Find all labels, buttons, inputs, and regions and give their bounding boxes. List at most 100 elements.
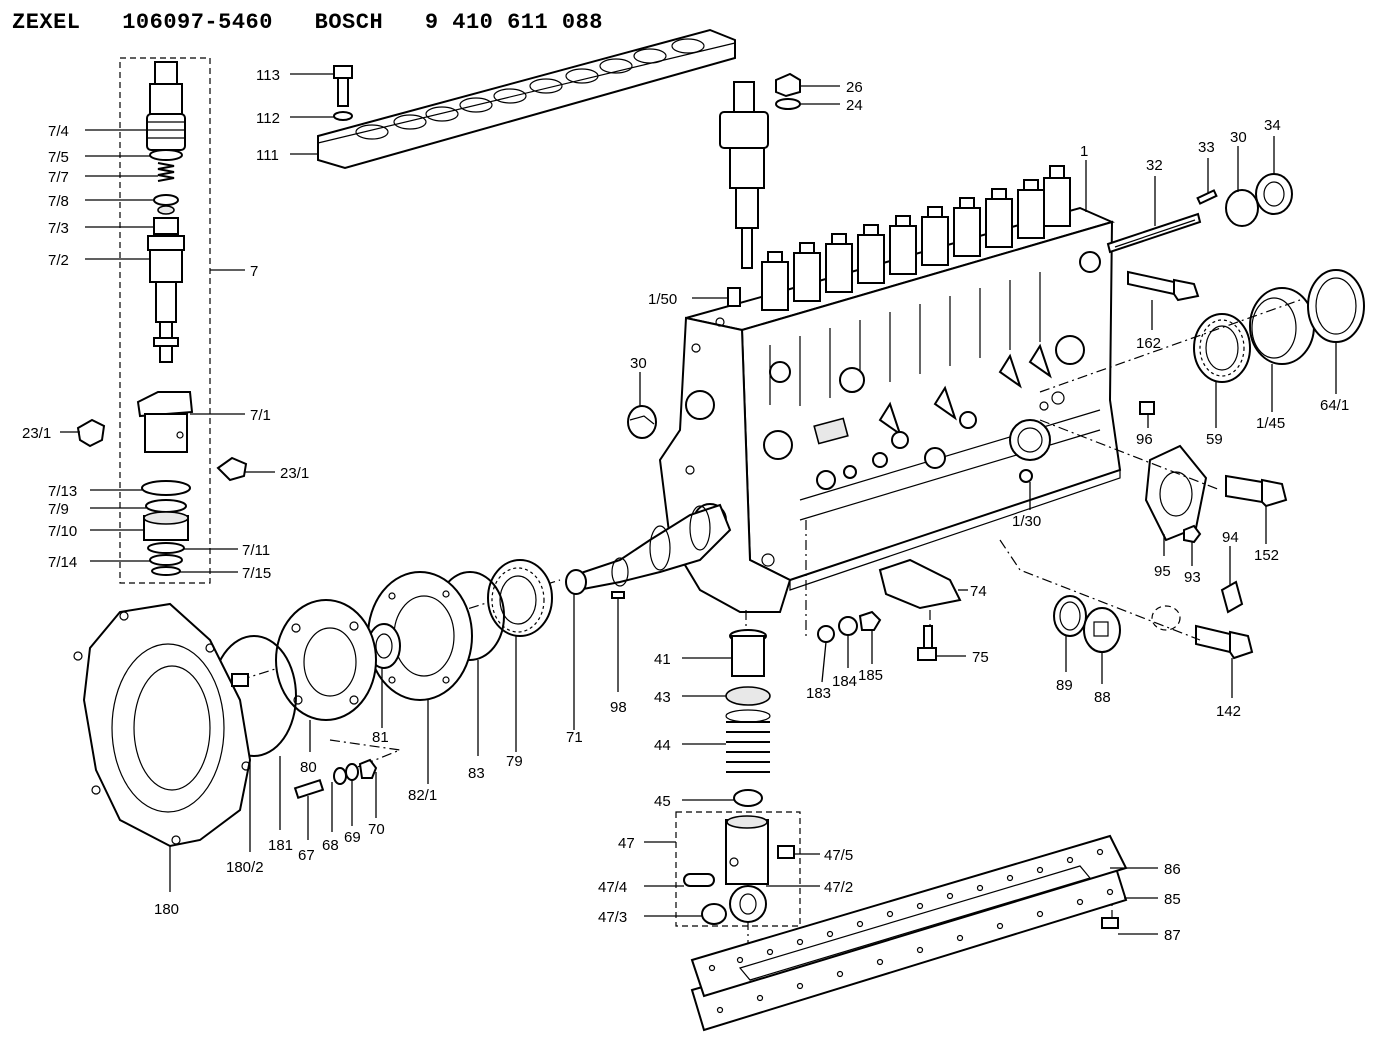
header-part-bosch: 9 410 611 088 bbox=[424, 10, 604, 35]
element-assembly-group bbox=[76, 57, 248, 584]
part-7-4-thread bbox=[146, 113, 186, 151]
part-7-8 bbox=[153, 194, 179, 206]
label-180-2: 180/2 bbox=[226, 859, 264, 876]
part-7-1-flange bbox=[136, 391, 194, 418]
label-89: 89 bbox=[1056, 677, 1073, 694]
label-47-3: 47/3 bbox=[598, 909, 627, 926]
label-69: 69 bbox=[344, 829, 361, 846]
label-74: 74 bbox=[970, 583, 987, 600]
part-74-shell bbox=[878, 558, 962, 610]
label-47-5: 47/5 bbox=[824, 847, 853, 864]
part-183-washer bbox=[817, 625, 835, 643]
part-23-1-left bbox=[76, 418, 106, 448]
label-181: 181 bbox=[268, 837, 293, 854]
right-side-parts bbox=[1053, 136, 1365, 698]
label-47: 47 bbox=[618, 835, 635, 852]
label-7-4: 7/4 bbox=[48, 123, 69, 140]
label-23-1-left: 23/1 bbox=[22, 425, 51, 442]
cover-plate-group bbox=[290, 28, 736, 170]
part-75-screw bbox=[917, 647, 937, 661]
part-34-plug bbox=[1255, 173, 1293, 215]
housing-bearing-bore bbox=[1009, 419, 1051, 461]
header-brand-bosch: BOSCH bbox=[314, 10, 384, 35]
part-95-gasket bbox=[1144, 444, 1208, 542]
part-79-bearing bbox=[487, 559, 553, 637]
label-64-1: 64/1 bbox=[1320, 397, 1349, 414]
label-88: 88 bbox=[1094, 689, 1111, 706]
part-69-washer bbox=[345, 763, 359, 781]
part-7-15-ring bbox=[151, 566, 181, 576]
label-113: 113 bbox=[256, 67, 280, 84]
part-184-washer bbox=[838, 616, 858, 636]
bearing-shell-group bbox=[878, 558, 968, 661]
washer-nut-group bbox=[817, 610, 882, 683]
part-94-clip bbox=[1220, 580, 1244, 614]
part-7-4-body bbox=[149, 83, 183, 115]
label-7-3: 7/3 bbox=[48, 220, 69, 237]
label-185: 185 bbox=[858, 667, 883, 684]
label-7-10: 7/10 bbox=[48, 523, 77, 540]
label-59: 59 bbox=[1206, 431, 1223, 448]
label-93: 93 bbox=[1184, 569, 1201, 586]
part-41-tappet bbox=[731, 635, 765, 677]
label-85: 85 bbox=[1164, 891, 1181, 908]
housing-side-plug bbox=[1079, 251, 1101, 273]
label-7-8: 7/8 bbox=[48, 193, 69, 210]
label-94: 94 bbox=[1222, 529, 1239, 546]
part-47-2-roller bbox=[729, 885, 767, 923]
label-26: 26 bbox=[846, 79, 863, 96]
label-67: 67 bbox=[298, 847, 315, 864]
label-43: 43 bbox=[654, 689, 671, 706]
label-112: 112 bbox=[256, 110, 280, 127]
label-86: 86 bbox=[1164, 861, 1181, 878]
part-45-seat bbox=[733, 789, 763, 807]
label-1-45: 1/45 bbox=[1256, 415, 1285, 432]
flange-assembly-group bbox=[73, 559, 553, 892]
label-71: 71 bbox=[566, 729, 583, 746]
label-79: 79 bbox=[506, 753, 523, 770]
part-96-screw bbox=[1139, 401, 1155, 415]
label-1: 1 bbox=[1080, 143, 1088, 160]
part-32-rack bbox=[1106, 212, 1202, 254]
tappet-group bbox=[644, 629, 820, 927]
label-183: 183 bbox=[806, 685, 831, 702]
part-1-50 bbox=[727, 287, 741, 307]
label-70: 70 bbox=[368, 821, 385, 838]
label-32: 32 bbox=[1146, 157, 1163, 174]
part-93-nut bbox=[1183, 524, 1202, 544]
label-30-right: 30 bbox=[1230, 129, 1247, 146]
part-33-pin bbox=[1196, 189, 1218, 205]
part-180-2-stud bbox=[231, 673, 249, 687]
part-113-screw-shank bbox=[337, 77, 349, 107]
part-1-30 bbox=[1019, 469, 1033, 483]
label-7-2: 7/2 bbox=[48, 252, 69, 269]
part-7-2-barrel bbox=[149, 249, 183, 283]
element-leaders bbox=[60, 129, 275, 573]
part-98-key bbox=[611, 591, 625, 599]
label-7-7: 7/7 bbox=[48, 169, 69, 186]
label-7-9: 7/9 bbox=[48, 501, 69, 518]
label-7-5: 7/5 bbox=[48, 149, 69, 166]
label-142: 142 bbox=[1216, 703, 1241, 720]
part-7-3 bbox=[153, 217, 179, 235]
part-30-cap-right bbox=[1225, 189, 1259, 227]
label-162: 162 bbox=[1136, 335, 1161, 352]
element-assembly-box bbox=[119, 57, 211, 584]
part-7-7-spring bbox=[157, 162, 175, 182]
part-180-cover bbox=[82, 602, 252, 848]
label-1-30: 1/30 bbox=[1012, 513, 1041, 530]
part-113-screw-head bbox=[333, 65, 353, 79]
part-87-screw bbox=[1101, 917, 1119, 929]
tappet-subassembly-box bbox=[675, 811, 801, 927]
label-87: 87 bbox=[1164, 927, 1181, 944]
left-housing-parts bbox=[627, 372, 1033, 510]
label-96: 96 bbox=[1136, 431, 1153, 448]
part-7-14-ring bbox=[149, 554, 183, 566]
part-152-bolt bbox=[1225, 474, 1263, 504]
part-30-cap-left bbox=[627, 405, 657, 439]
part-70-nut bbox=[358, 758, 378, 779]
part-labels: 7/4 7/5 7/7 7/8 7/3 7/2 7 7/1 23/1 23/1 … bbox=[22, 67, 1349, 944]
delivery-valve-holders bbox=[761, 165, 1071, 311]
label-33: 33 bbox=[1198, 139, 1215, 156]
